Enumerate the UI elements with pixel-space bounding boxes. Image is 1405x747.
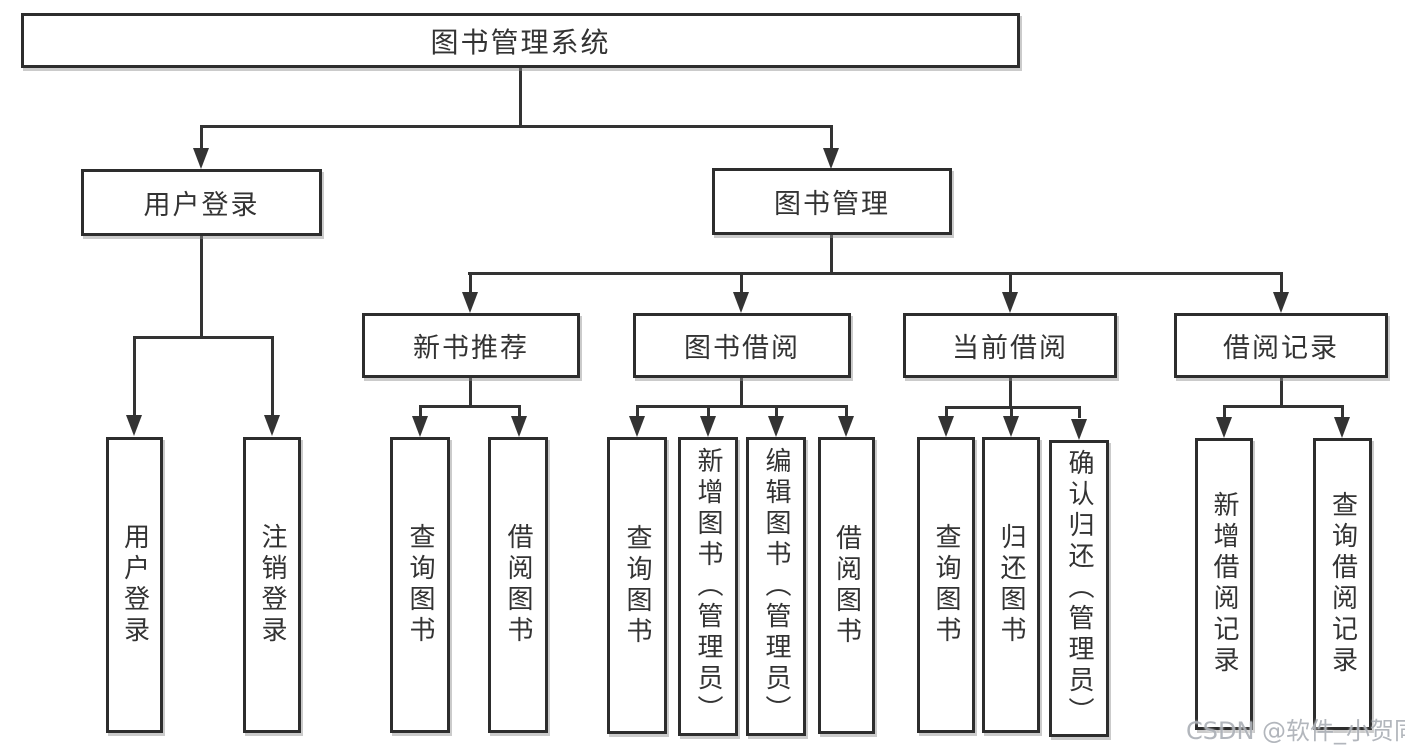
arrow-down-icon	[1334, 417, 1350, 438]
connector-vertical-line	[1009, 272, 1012, 293]
leaf-borrow-books-1: 借阅图书	[488, 437, 548, 733]
node-label: 查询图书	[931, 523, 961, 647]
arrow-down-icon	[823, 148, 839, 169]
connector-vertical-line	[845, 405, 848, 418]
arrow-down-icon	[629, 416, 645, 437]
connector-horizontal-line	[1223, 405, 1344, 408]
arrow-down-icon	[511, 416, 527, 437]
node-book-management: 图书管理	[712, 168, 952, 235]
leaf-add-borrow-record: 新增借阅记录	[1195, 438, 1253, 730]
connector-vertical-line	[469, 378, 472, 406]
node-label: 归还图书	[996, 523, 1026, 647]
node-label: 当前借阅	[952, 333, 1068, 364]
node-user-login: 用户登录	[81, 169, 322, 236]
arrow-down-icon	[768, 416, 784, 437]
connector-vertical-line	[830, 235, 833, 273]
arrow-down-icon	[264, 415, 280, 436]
connector-vertical-line	[419, 405, 422, 418]
connector-vertical-line	[1280, 272, 1283, 293]
arrow-down-icon	[1216, 417, 1232, 438]
connector-vertical-line	[518, 405, 521, 418]
node-book-borrowing: 图书借阅	[633, 313, 851, 378]
leaf-edit-book-admin: 编辑图书（管理员）	[746, 437, 806, 736]
arrow-down-icon	[733, 292, 749, 313]
leaf-logout: 注销登录	[243, 437, 301, 733]
connector-vertical-line	[133, 336, 136, 417]
connector-vertical-line	[636, 405, 639, 418]
connector-vertical-line	[1010, 406, 1013, 418]
leaf-confirm-return-admin: 确认归还（管理员）	[1049, 440, 1109, 737]
leaf-query-books-1: 查询图书	[390, 437, 450, 733]
connector-vertical-line	[740, 272, 743, 293]
connector-vertical-line	[740, 378, 743, 406]
node-new-book-recommendation: 新书推荐	[362, 313, 580, 378]
leaf-query-books-3: 查询图书	[917, 437, 975, 733]
node-current-borrowing: 当前借阅	[903, 313, 1117, 378]
connector-vertical-line	[1009, 378, 1012, 407]
connector-horizontal-line	[468, 272, 1283, 275]
connector-horizontal-line	[133, 336, 274, 339]
node-label: 查询借阅记录	[1327, 491, 1358, 677]
node-label: 用户登录	[143, 190, 260, 221]
connector-horizontal-line	[636, 405, 847, 408]
connector-vertical-line	[1341, 405, 1344, 419]
arrow-down-icon	[1071, 419, 1087, 440]
leaf-borrow-books-2: 借阅图书	[818, 437, 875, 734]
node-label: 借阅记录	[1223, 333, 1339, 364]
arrow-down-icon	[1003, 416, 1019, 437]
arrow-down-icon	[1002, 292, 1018, 313]
leaf-add-book-admin: 新增图书（管理员）	[678, 437, 738, 736]
node-label: 图书管理	[774, 189, 890, 220]
connector-vertical-line	[1078, 406, 1081, 418]
connector-vertical-line	[271, 336, 274, 417]
connector-vertical-line	[519, 68, 522, 125]
connector-vertical-line	[775, 405, 778, 418]
node-label: 查询图书	[622, 523, 652, 648]
arrow-down-icon	[700, 416, 716, 437]
connector-horizontal-line	[200, 125, 832, 128]
connector-vertical-line	[945, 406, 948, 418]
arrow-down-icon	[462, 292, 478, 313]
node-borrowing-records: 借阅记录	[1174, 313, 1388, 378]
node-label: 新增借阅记录	[1209, 491, 1239, 677]
connector-horizontal-line	[419, 405, 521, 408]
connector-vertical-line	[830, 125, 833, 151]
connector-horizontal-line	[945, 406, 1080, 409]
arrow-down-icon	[126, 415, 142, 436]
connector-vertical-line	[200, 125, 203, 151]
connector-vertical-line	[707, 405, 710, 418]
leaf-user-login: 用户登录	[106, 437, 163, 733]
leaf-query-books-2: 查询图书	[607, 437, 667, 734]
arrow-down-icon	[838, 416, 854, 437]
connector-vertical-line	[200, 236, 203, 337]
connector-vertical-line	[1280, 378, 1283, 406]
node-label: 编辑图书（管理员）	[761, 447, 791, 726]
node-library-management-system: 图书管理系统	[21, 13, 1020, 68]
node-label: 图书借阅	[684, 333, 800, 364]
leaf-query-borrow-record: 查询借阅记录	[1313, 438, 1372, 730]
node-label: 用户登录	[119, 523, 150, 647]
node-label: 确认归还（管理员）	[1064, 449, 1094, 728]
connector-vertical-line	[469, 272, 472, 293]
node-label: 注销登录	[257, 523, 287, 647]
node-label: 借阅图书	[831, 523, 862, 648]
connector-vertical-line	[1223, 405, 1226, 419]
csdn-watermark: CSDN @软件_小贺同学	[1186, 717, 1405, 745]
node-label: 新书推荐	[413, 333, 529, 364]
arrow-down-icon	[412, 416, 428, 437]
arrow-down-icon	[1273, 292, 1289, 313]
arrow-down-icon	[938, 416, 954, 437]
node-label: 图书管理系统	[430, 25, 611, 59]
leaf-return-books: 归还图书	[982, 437, 1040, 733]
node-label: 借阅图书	[503, 523, 533, 647]
node-label: 查询图书	[405, 523, 435, 647]
arrow-down-icon	[193, 148, 209, 169]
node-label: 新增图书（管理员）	[693, 447, 723, 726]
